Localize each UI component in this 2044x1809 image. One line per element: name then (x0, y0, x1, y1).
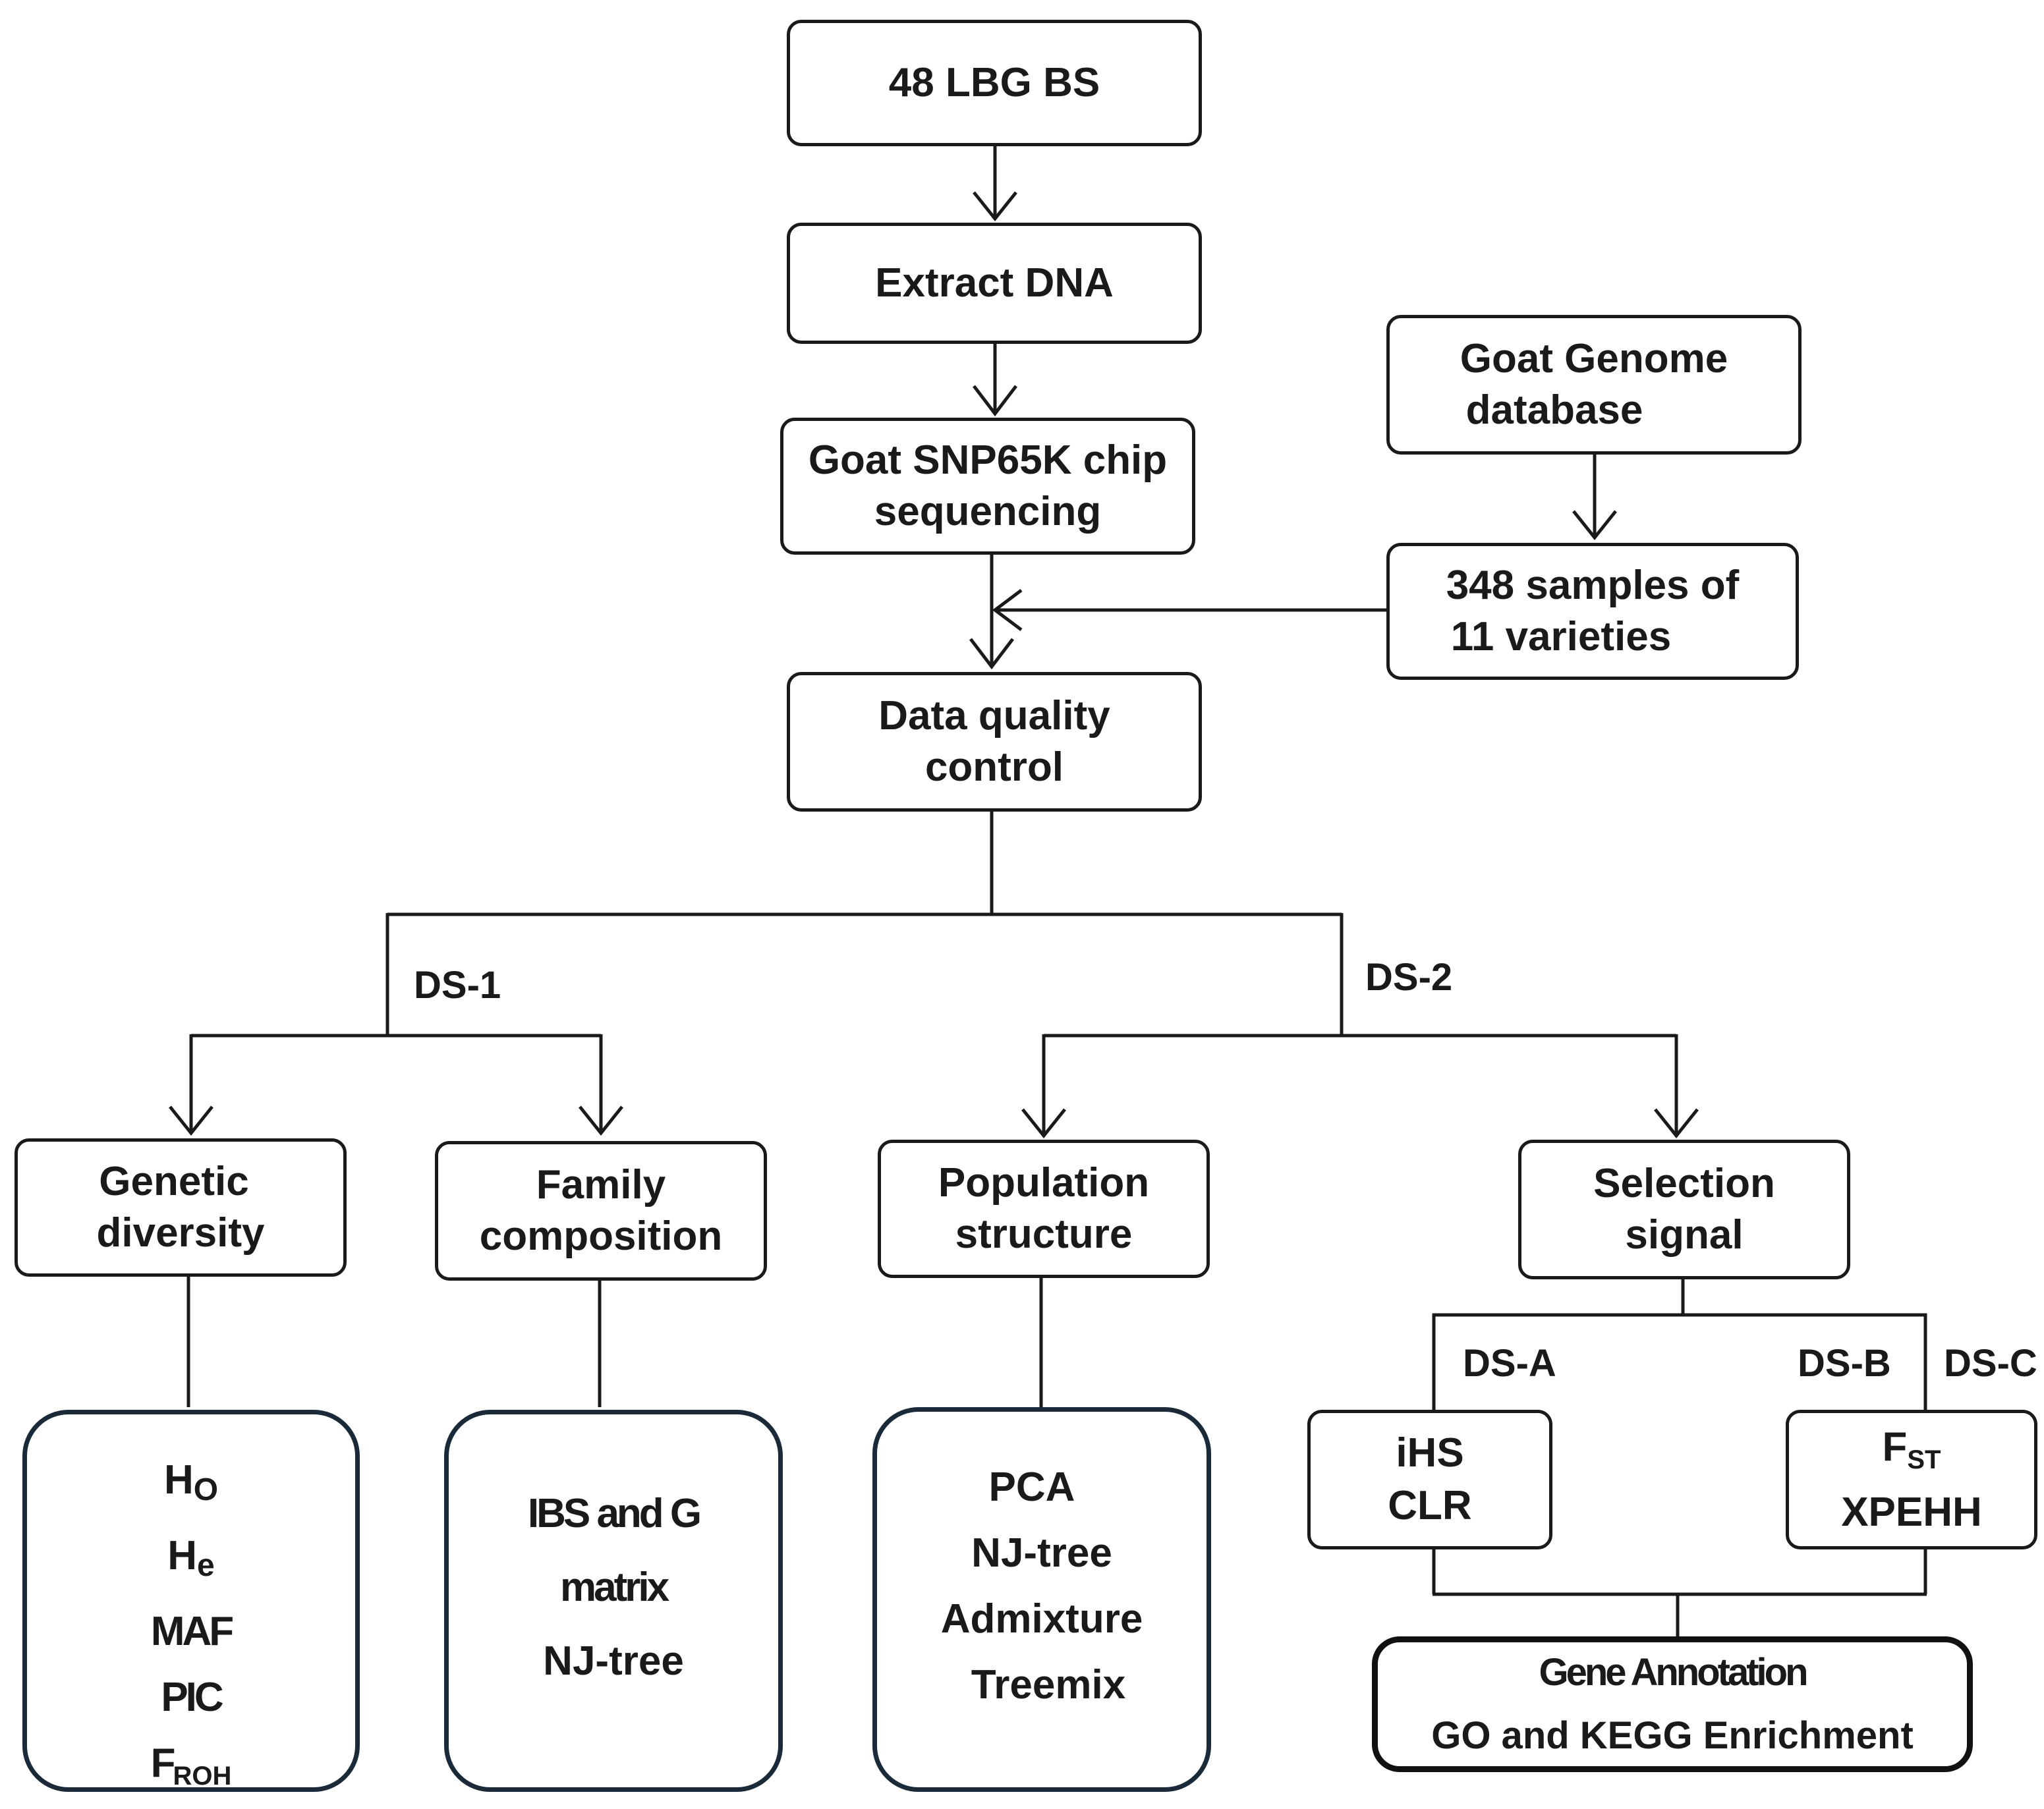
ihs-label: iHS (1396, 1430, 1464, 1476)
genetic-diversity-line1: Genetic (99, 1159, 249, 1204)
ds1-label: DS-1 (414, 964, 501, 1007)
genetic-diversity-node: Genetic diversity (14, 1138, 347, 1277)
samples-line2: 11 varieties (1450, 614, 1672, 659)
fst-label: FST (1882, 1424, 1941, 1474)
gene-annotation-line1: Gene Annotation (1539, 1651, 1808, 1694)
samples-line1: 348 samples of (1446, 563, 1740, 608)
maf-metric: MAF (150, 1609, 234, 1654)
treemix-metric: Treemix (971, 1662, 1126, 1708)
xpehh-label: XPEHH (1841, 1489, 1982, 1535)
quality-control-node: Data quality control (787, 672, 1202, 812)
ihs-clr-node: iHS CLR (1307, 1410, 1552, 1549)
dsc-label: DS-C (1944, 1342, 2037, 1385)
chip-label-line1: Goat SNP65K chip (808, 437, 1168, 483)
dsb-label: DS-B (1798, 1342, 1891, 1385)
extract-dna-node: Extract DNA (787, 223, 1202, 344)
arrowhead-genetic (169, 1105, 213, 1136)
go-kegg-enrichment-line: GO and KEGG Enrichment (1431, 1714, 1914, 1757)
ibs-g-matrix-line2: matrix (559, 1565, 669, 1610)
chip-label-line2: sequencing (874, 489, 1102, 534)
arrowhead-qc (969, 638, 1014, 670)
start-node: 48 LBG BS (787, 20, 1202, 146)
pca-metric: PCA (988, 1464, 1075, 1510)
admixture-metric: Admixture (940, 1596, 1143, 1642)
fst-xpehh-node: FST XPEHH (1786, 1410, 2037, 1549)
family-composition-line1: Family (536, 1162, 666, 1208)
clr-label: CLR (1388, 1483, 1472, 1528)
qc-line1: Data quality (878, 693, 1110, 738)
selection-signal-line2: signal (1625, 1212, 1744, 1258)
family-composition-node: Family composition (435, 1141, 767, 1281)
froh-metric: FROH (150, 1740, 232, 1791)
dsa-label: DS-A (1463, 1342, 1556, 1385)
population-structure-line1: Population (938, 1160, 1150, 1206)
chip-sequencing-node: Goat SNP65K chip sequencing (780, 418, 1195, 555)
genome-db-line1: Goat Genome (1460, 336, 1728, 381)
genome-database-node: Goat Genome database (1386, 315, 1802, 455)
genetic-diversity-line2: diversity (96, 1210, 265, 1256)
start-label: 48 LBG BS (888, 60, 1100, 105)
genetic-diversity-results: HO He MAF PIC FROH (22, 1410, 360, 1792)
population-structure-node: Population structure (878, 1140, 1210, 1278)
nj-tree-family: NJ-tree (543, 1638, 684, 1684)
arrowhead-merge (992, 589, 1023, 631)
pic-metric: PIC (161, 1675, 223, 1720)
population-structure-line2: structure (955, 1211, 1133, 1257)
extract-dna-label: Extract DNA (875, 260, 1114, 306)
population-structure-results: PCA NJ-tree Admixture Treemix (872, 1407, 1211, 1792)
arrowhead-selection (1654, 1108, 1699, 1139)
arrowhead-population (1021, 1108, 1066, 1139)
family-composition-results: IBS and G matrix NJ-tree (444, 1410, 783, 1792)
he-metric: He (167, 1533, 215, 1583)
ibs-g-matrix-line1: IBS and G (527, 1491, 702, 1536)
samples-node: 348 samples of 11 varieties (1386, 543, 1799, 680)
family-composition-line2: composition (479, 1213, 723, 1259)
ds2-label: DS-2 (1365, 956, 1453, 999)
arrowhead-extract (973, 191, 1017, 222)
qc-line2: control (924, 744, 1064, 790)
selection-signal-node: Selection signal (1518, 1140, 1850, 1279)
arrowhead-family (579, 1105, 623, 1136)
ho-metric: HO (163, 1457, 219, 1507)
genome-db-line2: database (1465, 387, 1643, 433)
arrowhead-samples (1572, 510, 1617, 541)
nj-tree-population: NJ-tree (971, 1530, 1112, 1576)
selection-signal-line1: Selection (1593, 1161, 1775, 1206)
arrowhead-chip (973, 385, 1017, 417)
gene-annotation-node: Gene Annotation GO and KEGG Enrichment (1372, 1636, 1973, 1772)
